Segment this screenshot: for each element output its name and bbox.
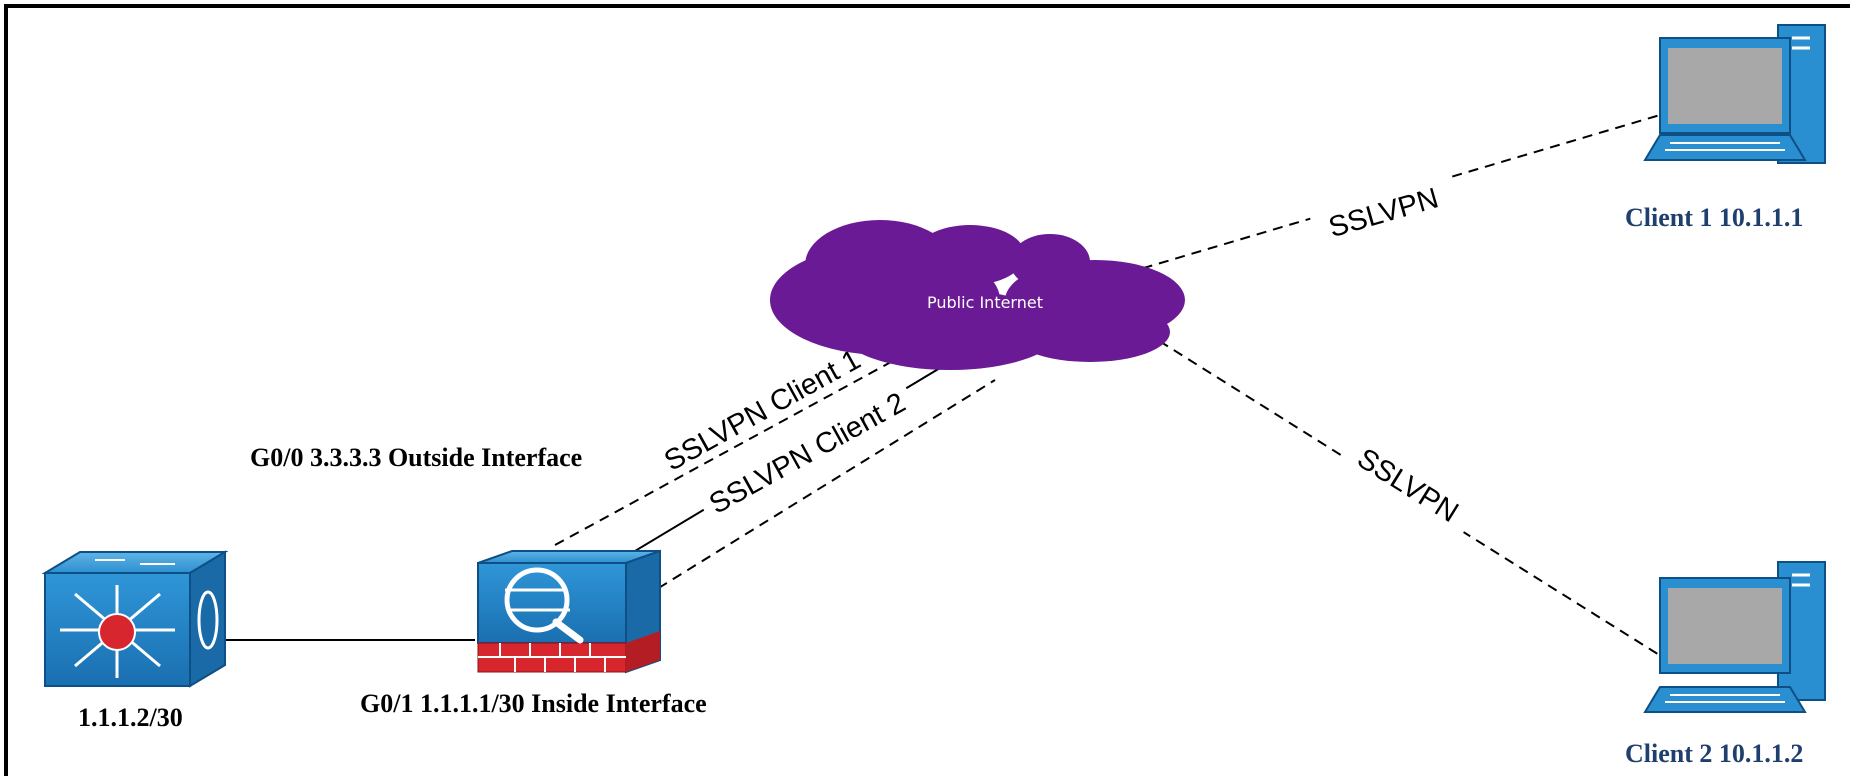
cloud-icon [770,220,1185,370]
inside-interface-label: G0/1 1.1.1.1/30 Inside Interface [360,689,707,718]
outside-dashed-link [554,337,936,546]
client2-sslvpn-label: SSLVPN [1352,442,1464,529]
client1-label: Client 1 10.1.1.1 [1625,203,1803,232]
client1-sslvpn-link [1109,114,1661,279]
layer3-switch-icon [41,550,229,688]
desktop-computer-icon [1643,561,1826,713]
outside-interface-label: G0/0 3.3.3.3 Outside Interface [250,443,582,472]
cloud-label: Public Internet [927,293,1043,312]
asa-firewall-icon [477,549,661,674]
client2-label: Client 2 10.1.1.2 [1625,739,1803,768]
desktop-computer-icon [1643,24,1826,164]
switch-ip-label: 1.1.1.2/30 [78,703,183,732]
tunnel-client2-line [614,379,996,616]
diagram-frame [4,4,1850,776]
client1-sslvpn-label: SSLVPN [1325,182,1442,244]
